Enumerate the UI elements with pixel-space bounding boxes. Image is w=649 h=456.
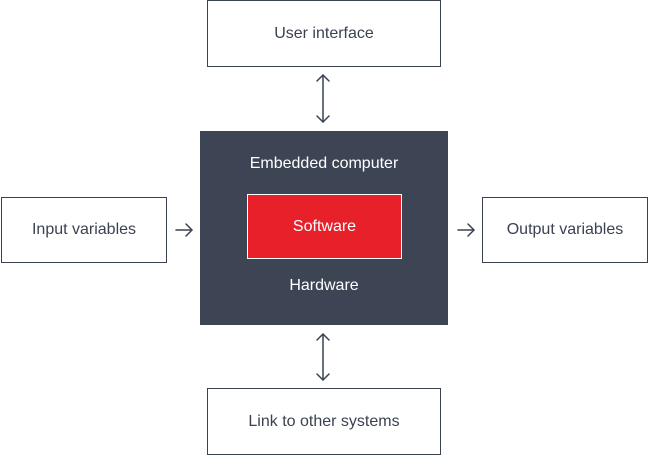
user-interface-label: User interface bbox=[274, 24, 374, 42]
link-other-systems-label: Link to other systems bbox=[248, 412, 400, 430]
computer-link-arrow bbox=[316, 333, 330, 381]
embedded-computer-box: Embedded computer Software Hardware bbox=[200, 131, 448, 325]
hardware-label: Hardware bbox=[289, 277, 359, 294]
output-variables-label: Output variables bbox=[506, 221, 624, 238]
input-variables-box: Input variables bbox=[1, 197, 167, 263]
software-label: Software bbox=[292, 217, 357, 235]
input-variables-label: Input variables bbox=[31, 221, 137, 238]
input-computer-arrow bbox=[175, 223, 193, 237]
output-variables-box: Output variables bbox=[482, 197, 648, 263]
software-box: Software bbox=[247, 194, 402, 259]
link-other-systems-box: Link to other systems bbox=[207, 388, 441, 455]
computer-output-arrow bbox=[457, 223, 475, 237]
user-interface-box: User interface bbox=[207, 0, 441, 67]
ui-computer-arrow bbox=[316, 74, 330, 123]
embedded-computer-label: Embedded computer bbox=[249, 155, 399, 172]
